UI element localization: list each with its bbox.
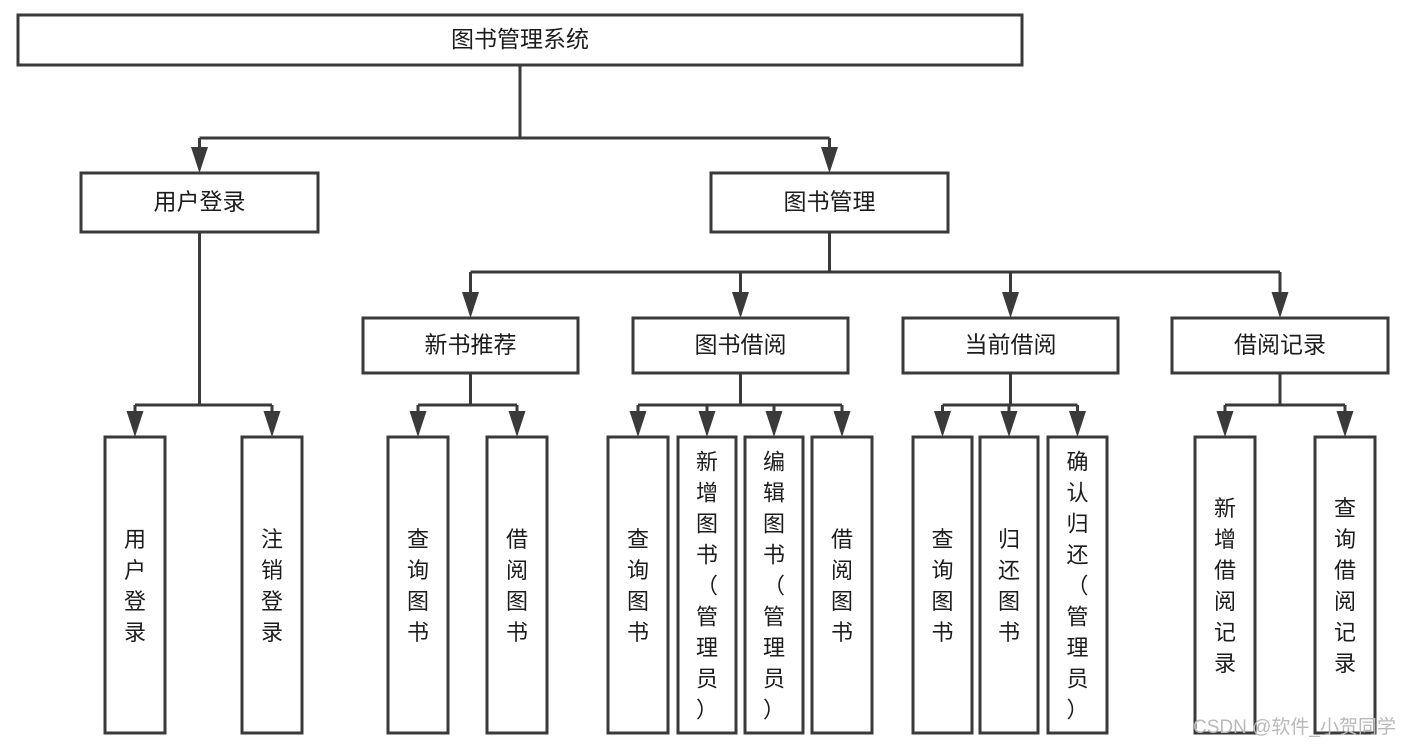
user-login-edge-0-arrowhead (126, 411, 144, 437)
watermark-label: CSDN @软件_小贺同学 (1193, 716, 1396, 738)
book-management-edge-1-arrowhead (732, 292, 749, 318)
node-record-query[interactable]: 查询借阅记录 (1313, 435, 1377, 735)
node-label-recommend-borrow-book: 借阅图书 (506, 527, 528, 645)
node-label-record-add: 新增借阅记录 (1214, 496, 1236, 676)
node-box-user-logout[interactable] (240, 435, 304, 735)
node-user-login[interactable]: 用户登录 (79, 171, 320, 234)
node-label-current-return-book: 归还图书 (998, 527, 1020, 645)
root-edge-1-arrowhead (821, 147, 838, 173)
node-box-record-add[interactable] (1193, 435, 1257, 735)
node-box-borrow-edit-book[interactable] (743, 435, 805, 735)
node-current-return-book[interactable]: 归还图书 (978, 435, 1040, 735)
current-borrow-edge-2-arrowhead (1069, 411, 1086, 437)
book-management-edge-2-arrowhead (1002, 292, 1019, 318)
node-box-user-login[interactable] (79, 171, 320, 234)
node-new-book-recommend[interactable]: 新书推荐 (361, 316, 580, 375)
node-box-borrow-query-book[interactable] (606, 435, 670, 735)
node-label-borrow-edit-book: 编辑图书（管理员） (763, 450, 785, 723)
node-user-login-do[interactable]: 用户登录 (103, 435, 167, 735)
borrow-record-edge-0-arrowhead (1216, 411, 1234, 437)
new-book-recommend-edge-1-arrowhead (508, 411, 526, 437)
node-label-user-login: 用户登录 (154, 189, 246, 215)
book-management-edge-3-arrowhead (1271, 292, 1289, 318)
node-borrow-borrow-book[interactable]: 借阅图书 (810, 435, 874, 735)
borrow-record-edge-1-arrowhead (1336, 411, 1354, 437)
node-label-root: 图书管理系统 (451, 26, 589, 52)
node-box-borrow-record[interactable] (1170, 316, 1390, 375)
node-recommend-query-book[interactable]: 查询图书 (386, 435, 450, 735)
node-box-new-book-recommend[interactable] (361, 316, 580, 375)
node-borrow-query-book[interactable]: 查询图书 (606, 435, 670, 735)
node-box-recommend-query-book[interactable] (386, 435, 450, 735)
current-borrow-edge-1-arrowhead (1000, 411, 1018, 437)
node-label-book-borrow: 图书借阅 (695, 332, 787, 358)
book-management-edge-0-arrowhead (462, 292, 479, 318)
node-book-management[interactable]: 图书管理 (709, 171, 950, 234)
node-user-logout[interactable]: 注销登录 (240, 435, 304, 735)
book-borrow-edge-2-arrowhead (765, 411, 783, 437)
node-box-record-query[interactable] (1313, 435, 1377, 735)
node-record-add[interactable]: 新增借阅记录 (1193, 435, 1257, 735)
node-box-user-login-do[interactable] (103, 435, 167, 735)
node-box-book-management[interactable] (709, 171, 950, 234)
connector-layer (126, 65, 1354, 437)
node-current-confirm-return[interactable]: 确认归还（管理员） (1046, 435, 1109, 735)
node-label-current-borrow: 当前借阅 (965, 332, 1057, 358)
node-label-borrow-query-book: 查询图书 (627, 527, 649, 645)
node-book-borrow[interactable]: 图书借阅 (631, 316, 850, 375)
node-recommend-borrow-book[interactable]: 借阅图书 (485, 435, 549, 735)
node-current-query-book[interactable]: 查询图书 (911, 435, 974, 735)
node-box-root[interactable] (16, 13, 1024, 67)
node-borrow-edit-book[interactable]: 编辑图书（管理员） (743, 435, 805, 735)
node-box-current-return-book[interactable] (978, 435, 1040, 735)
node-label-new-book-recommend: 新书推荐 (425, 332, 517, 358)
node-borrow-add-book[interactable]: 新增图书（管理员） (676, 435, 738, 735)
node-box-current-query-book[interactable] (911, 435, 974, 735)
node-label-borrow-record: 借阅记录 (1234, 332, 1326, 358)
node-label-book-management: 图书管理 (784, 189, 876, 215)
book-borrow-edge-0-arrowhead (629, 411, 647, 437)
book-borrow-edge-1-arrowhead (698, 411, 716, 437)
node-label-borrow-borrow-book: 借阅图书 (831, 527, 853, 645)
node-label-current-confirm-return: 确认归还（管理员） (1066, 450, 1088, 723)
node-layer: 图书管理系统用户登录用户登录注销登录图书管理新书推荐查询图书借阅图书图书借阅查询… (16, 13, 1390, 735)
node-borrow-record[interactable]: 借阅记录 (1170, 316, 1390, 375)
book-borrow-edge-3-arrowhead (833, 411, 851, 437)
current-borrow-edge-0-arrowhead (934, 411, 951, 437)
node-label-current-query-book: 查询图书 (931, 527, 953, 645)
node-box-borrow-borrow-book[interactable] (810, 435, 874, 735)
node-box-current-confirm-return[interactable] (1046, 435, 1109, 735)
node-box-borrow-add-book[interactable] (676, 435, 738, 735)
user-login-edge-1-arrowhead (263, 411, 281, 437)
node-label-recommend-query-book: 查询图书 (407, 527, 429, 645)
node-box-current-borrow[interactable] (901, 316, 1120, 375)
node-label-borrow-add-book: 新增图书（管理员） (696, 450, 718, 723)
node-label-record-query: 查询借阅记录 (1334, 496, 1356, 676)
node-box-recommend-borrow-book[interactable] (485, 435, 549, 735)
node-root[interactable]: 图书管理系统 (16, 13, 1024, 67)
new-book-recommend-edge-0-arrowhead (409, 411, 427, 437)
node-current-borrow[interactable]: 当前借阅 (901, 316, 1120, 375)
root-edge-0-arrowhead (191, 147, 208, 173)
node-label-user-login-do: 用户登录 (124, 527, 146, 645)
node-label-user-logout: 注销登录 (261, 527, 283, 645)
node-box-book-borrow[interactable] (631, 316, 850, 375)
